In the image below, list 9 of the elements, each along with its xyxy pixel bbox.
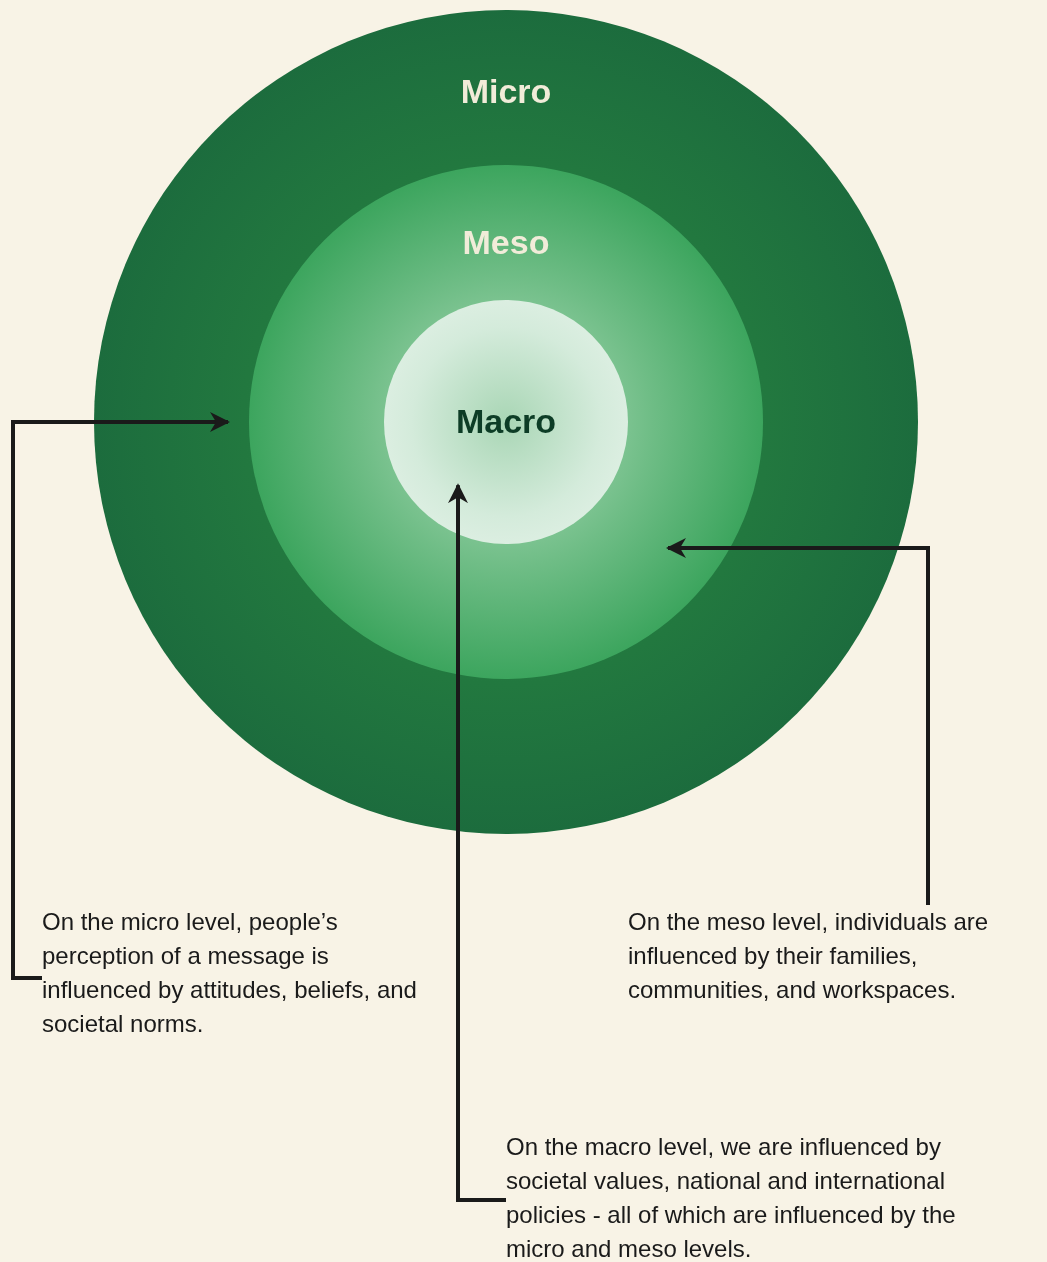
level-label: Meso bbox=[462, 223, 550, 261]
level-label: Macro bbox=[455, 402, 557, 440]
leader-arrow bbox=[11, 412, 230, 980]
description-text: On the macro level, we are influenced by societal values, national and international policies - all of which are influenced by the micro and meso levels. bbox=[506, 1130, 1006, 1262]
description-text: On the micro level, people’s perception of a message is influenced by attitudes, beliefs, and societal norms. bbox=[42, 905, 430, 1041]
level-label: Micro bbox=[460, 72, 552, 110]
leader-arrow bbox=[666, 538, 930, 905]
leader-arrow bbox=[448, 483, 506, 1202]
description-text: On the meso level, individuals are influenced by their families, communities, and workspaces. bbox=[628, 905, 1047, 1007]
